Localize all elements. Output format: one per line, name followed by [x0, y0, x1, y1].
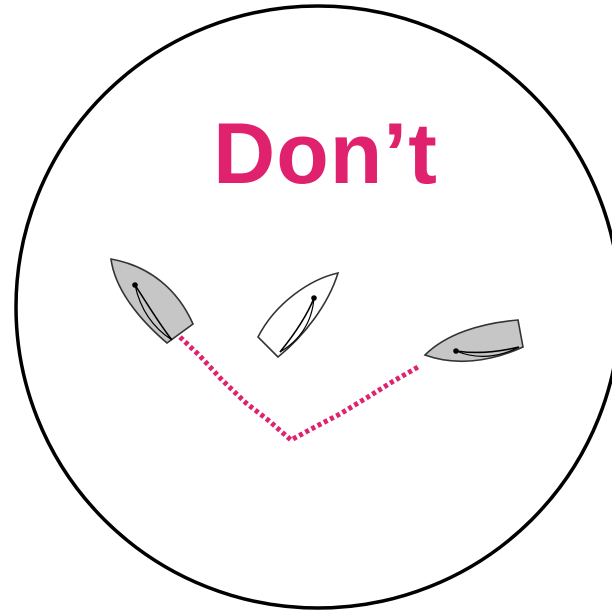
dotted-track — [180, 337, 418, 440]
middle-boat-mast — [311, 295, 317, 301]
right-boat-hull — [425, 320, 523, 361]
left-boat — [111, 259, 193, 343]
middle-boat-hull — [258, 273, 338, 357]
left-boat-hull — [111, 259, 193, 343]
right-boat-mast — [453, 348, 459, 354]
middle-boat — [258, 273, 338, 357]
left-boat-mast — [132, 282, 138, 288]
dont-heading: Don’t — [0, 104, 612, 204]
right-boat — [425, 320, 523, 361]
